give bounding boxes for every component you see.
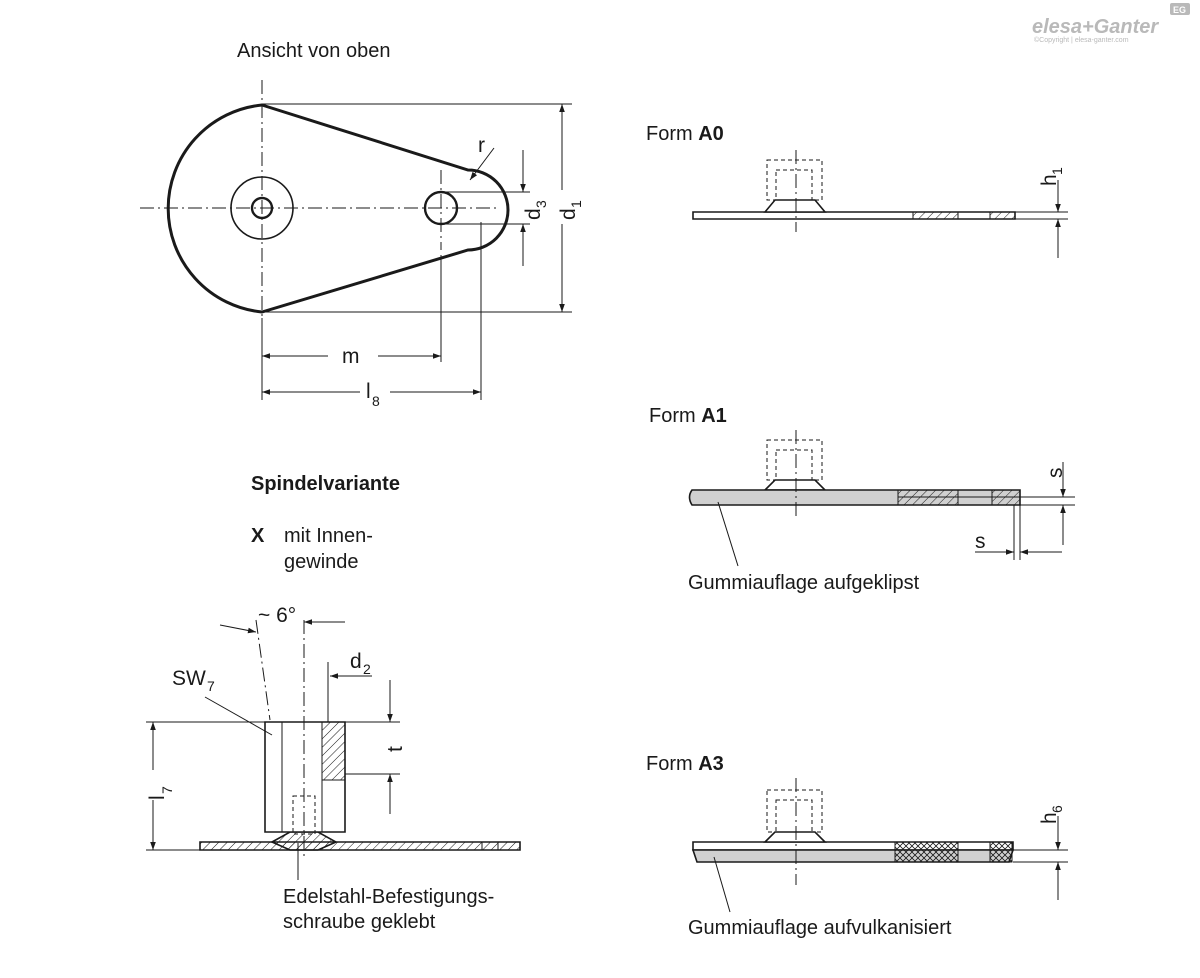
form-a1-title: Form A1 (649, 405, 727, 427)
svg-text:1: 1 (568, 200, 584, 208)
svg-text:t: t (384, 746, 407, 752)
dim-l8: l 8 (366, 380, 380, 409)
boss-circle (230, 176, 294, 240)
a3-thread-hidden (766, 789, 823, 833)
spindle-detail: ~ 6° SW 7 d 2 t l 7 Edelstahl (146, 604, 521, 933)
sw-leader (204, 696, 273, 736)
a1-note-leader (717, 501, 739, 567)
angle-arrow-left (219, 624, 257, 634)
a3-note: Gummiauflage aufvulkanisiert (688, 917, 952, 939)
spindle-plate (199, 841, 521, 851)
spindle-heading: Spindelvariante (251, 473, 400, 495)
a3-plate (692, 841, 1014, 851)
a3-thread-inner (775, 799, 813, 833)
dim-s-top: s (1044, 468, 1067, 479)
a3-xhatch-1 (894, 841, 959, 863)
top-view: Ansicht von oben r d 3 d 1 (140, 40, 584, 409)
plate-outline (166, 103, 510, 314)
dim-s-side: s (975, 530, 986, 553)
a0-boss (763, 199, 827, 213)
d1-label-bg (548, 190, 574, 224)
a1-note: Gummiauflage aufgeklipst (688, 572, 920, 594)
a3-boss (763, 831, 827, 843)
a3-rubber-pad (691, 849, 1015, 863)
form-a3: Form A3 h 6 Gummiauflage aufvulkanisiert (646, 753, 1068, 939)
dim-d2: d 2 (350, 650, 371, 677)
svg-text:h: h (1038, 174, 1061, 186)
spindle-desc-2: gewinde (284, 551, 359, 573)
dim-sw7: SW 7 (172, 667, 215, 694)
svg-text:3: 3 (533, 200, 549, 208)
dim-r: r (478, 134, 485, 157)
screw-note-2: schraube geklebt (283, 911, 436, 933)
dim-t: t (384, 746, 407, 752)
svg-text:8: 8 (372, 393, 380, 409)
form-a1: Form A1 s s Gummiauflage aufgeklipst (649, 405, 1075, 594)
dim-h1: h 1 (1038, 167, 1065, 186)
a0-hatch-1 (912, 211, 959, 220)
a1-thread-hidden (766, 439, 823, 481)
dim-m: m (342, 345, 360, 368)
svg-text:SW: SW (172, 667, 206, 690)
svg-text:s: s (1044, 468, 1067, 479)
a1-boss (763, 479, 827, 491)
screw-note-1: Edelstahl-Befestigungs- (283, 886, 494, 908)
svg-text:d: d (522, 208, 545, 220)
spindle-legend: Spindelvariante X mit Innen- gewinde (251, 473, 400, 573)
brand-badge: EG (1173, 5, 1186, 15)
internal-thread (321, 721, 346, 781)
svg-text:6: 6 (1049, 805, 1065, 813)
top-view-title: Ansicht von oben (237, 40, 390, 62)
svg-text:d: d (557, 208, 580, 220)
svg-text:l: l (366, 380, 371, 403)
a0-thread-inner (775, 169, 813, 201)
brand-logo: elesa+Ganter EG ©Copyright | elesa-gante… (1032, 3, 1190, 44)
svg-text:7: 7 (159, 786, 175, 794)
svg-text:l: l (146, 795, 169, 800)
svg-text:d: d (350, 650, 362, 673)
spindle-desc-1: mit Innen- (284, 525, 373, 547)
form-a3-title: Form A3 (646, 753, 724, 775)
a1-thread-inner (775, 449, 813, 481)
dim-d1: d 1 (557, 200, 584, 220)
svg-text:2: 2 (363, 661, 371, 677)
a0-hatch-2 (989, 211, 1016, 220)
dim-h6: h 6 (1038, 805, 1065, 824)
brand-badge-icon (1170, 3, 1190, 15)
svg-text:h: h (1038, 812, 1061, 824)
dim-l7: l 7 (146, 786, 175, 800)
a0-plate (692, 211, 1016, 220)
angle-label: ~ 6° (258, 604, 296, 627)
dim-d3: d 3 (522, 200, 549, 220)
form-a0: Form A0 h 1 (646, 123, 1068, 258)
a3-note-leader (713, 856, 731, 913)
form-a0-title: Form A0 (646, 123, 724, 145)
a3-xhatch-2 (989, 841, 1013, 863)
svg-text:1: 1 (1049, 167, 1065, 175)
taper-line (255, 619, 271, 721)
a0-thread-hidden (766, 159, 823, 201)
svg-text:7: 7 (207, 678, 215, 694)
brand-name: elesa+Ganter (1032, 16, 1159, 38)
spindle-code: X (251, 525, 265, 547)
radius-leader (469, 147, 495, 181)
brand-copyright: ©Copyright | elesa-ganter.com (1034, 36, 1129, 44)
center-hole (250, 196, 274, 220)
